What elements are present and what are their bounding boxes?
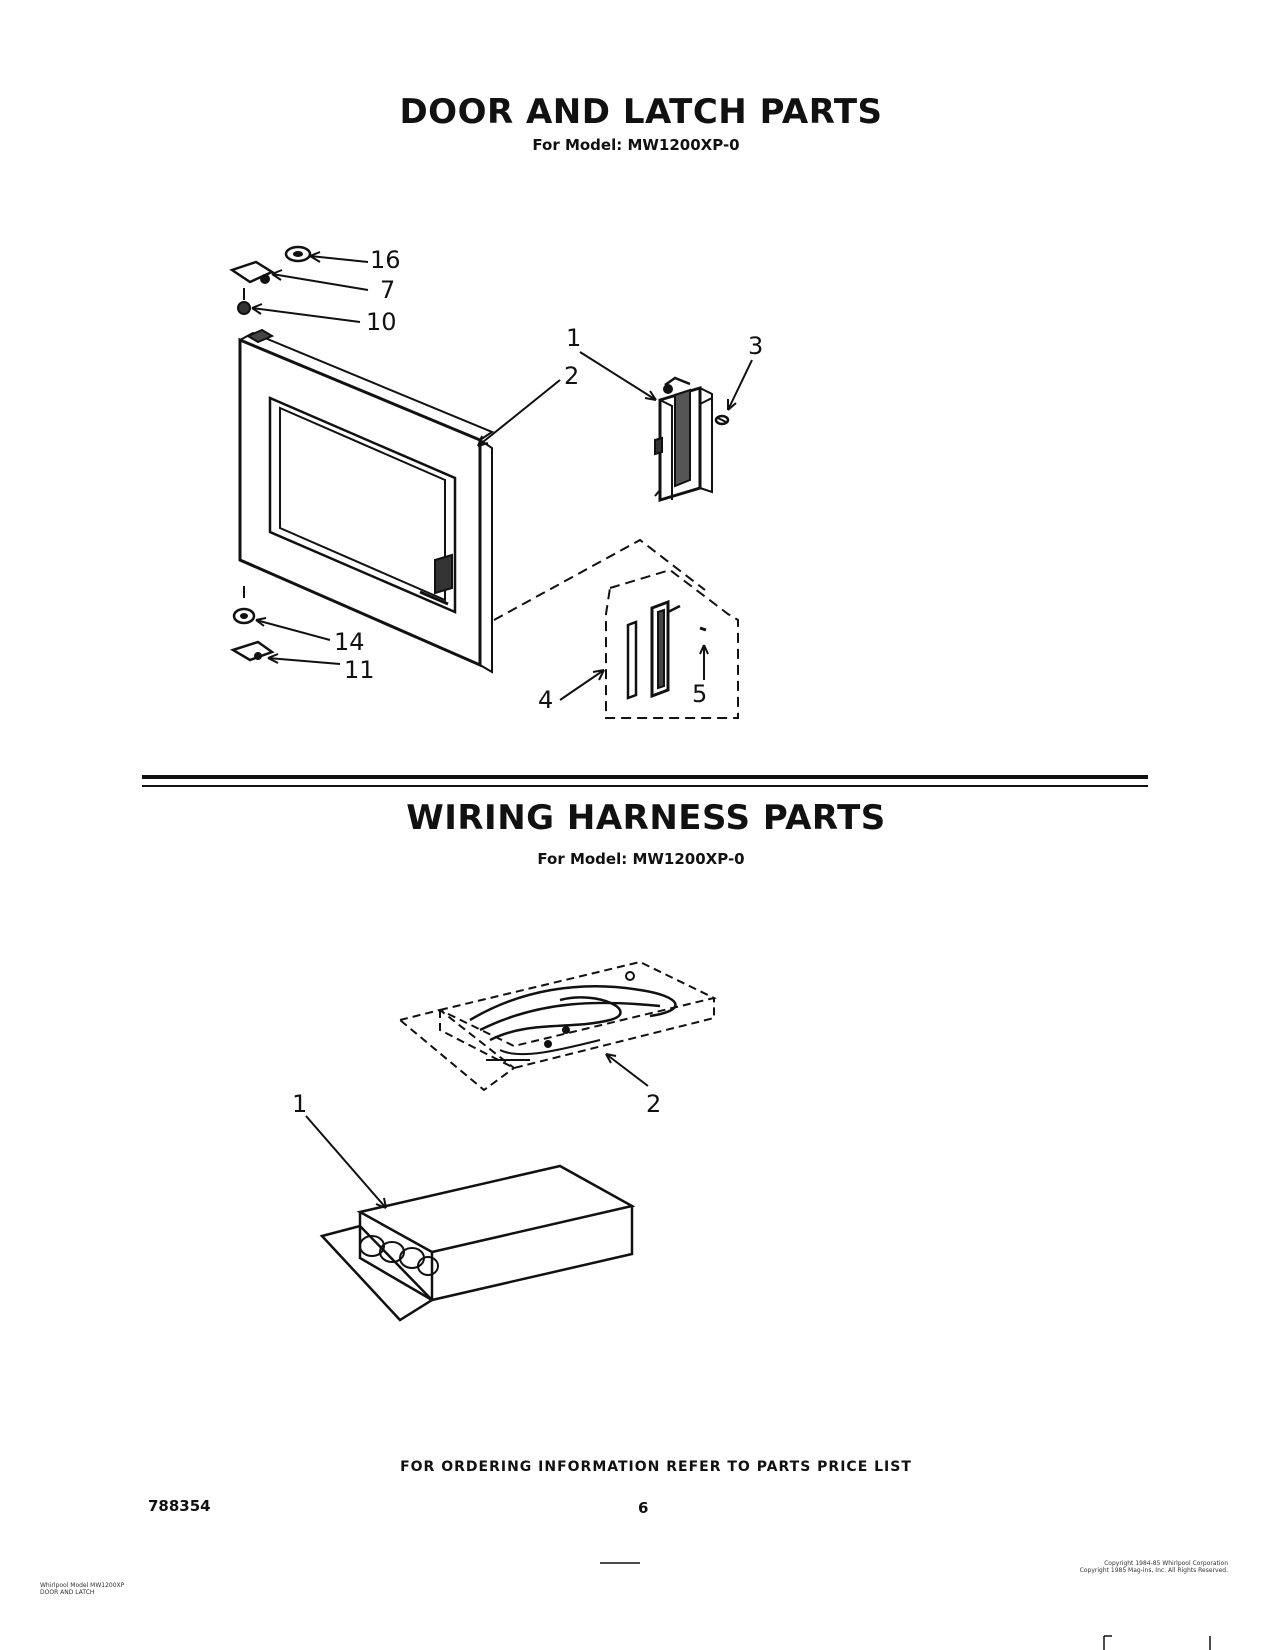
callout-16: 16 [370,246,401,274]
left-footer-line-1: Whirlpool Model MW1200XP [40,1582,125,1589]
harness-box-2 [397,960,717,1092]
left-footer-line-2: DOOR AND LATCH [40,1589,95,1596]
callout-11: 11 [344,656,375,684]
callout-harness-2: 2 [646,1090,661,1118]
callout-4: 4 [538,686,553,714]
callout-1: 1 [566,324,581,352]
left-footer-block: Whirlpool Model MW1200XP DOOR AND LATCH [40,1582,124,1596]
copyright-line-1: Copyright 1984-85 Whirlpool Corporation [1104,1560,1228,1567]
wiring-section-title: WIRING HARNESS PARTS [406,798,886,838]
callout-7: 7 [380,276,395,304]
callout-harness-1: 1 [292,1090,307,1118]
door-section-model: For Model: MW1200XP-0 [532,136,740,154]
latch-kit-parts [626,599,707,700]
door-assembly-drawing [238,328,495,674]
wiring-section-model: For Model: MW1200XP-0 [537,850,745,868]
callout-10: 10 [366,308,397,336]
door-section-title: DOOR AND LATCH PARTS [399,92,883,132]
latch-kit-box [493,538,739,719]
door-callout-labels: 16 7 10 1 2 3 14 11 4 5 [334,246,763,714]
harness-box-1 [319,1164,636,1322]
latch-switch-drawing [654,376,713,503]
screw-part [714,414,730,426]
document-number: 788354 [148,1497,211,1515]
wiring-callout-labels: 1 2 [292,1090,661,1118]
callout-2: 2 [564,362,579,390]
copyright-line-2: Copyright 1985 Mag-ins, Inc. All Rights … [1079,1567,1228,1574]
callout-14: 14 [334,628,365,656]
callout-3: 3 [748,332,763,360]
hinge-parts-top [229,245,312,315]
page-number: 6 [638,1499,649,1517]
copyright-block: Copyright 1984-85 Whirlpool Corporation … [1080,1560,1228,1574]
bottom-marks [600,1562,1211,1650]
callout-5: 5 [692,680,707,708]
ordering-note: FOR ORDERING INFORMATION REFER TO PARTS … [400,1459,912,1475]
hinge-parts-bottom [229,586,275,662]
section-separator [142,775,1148,787]
